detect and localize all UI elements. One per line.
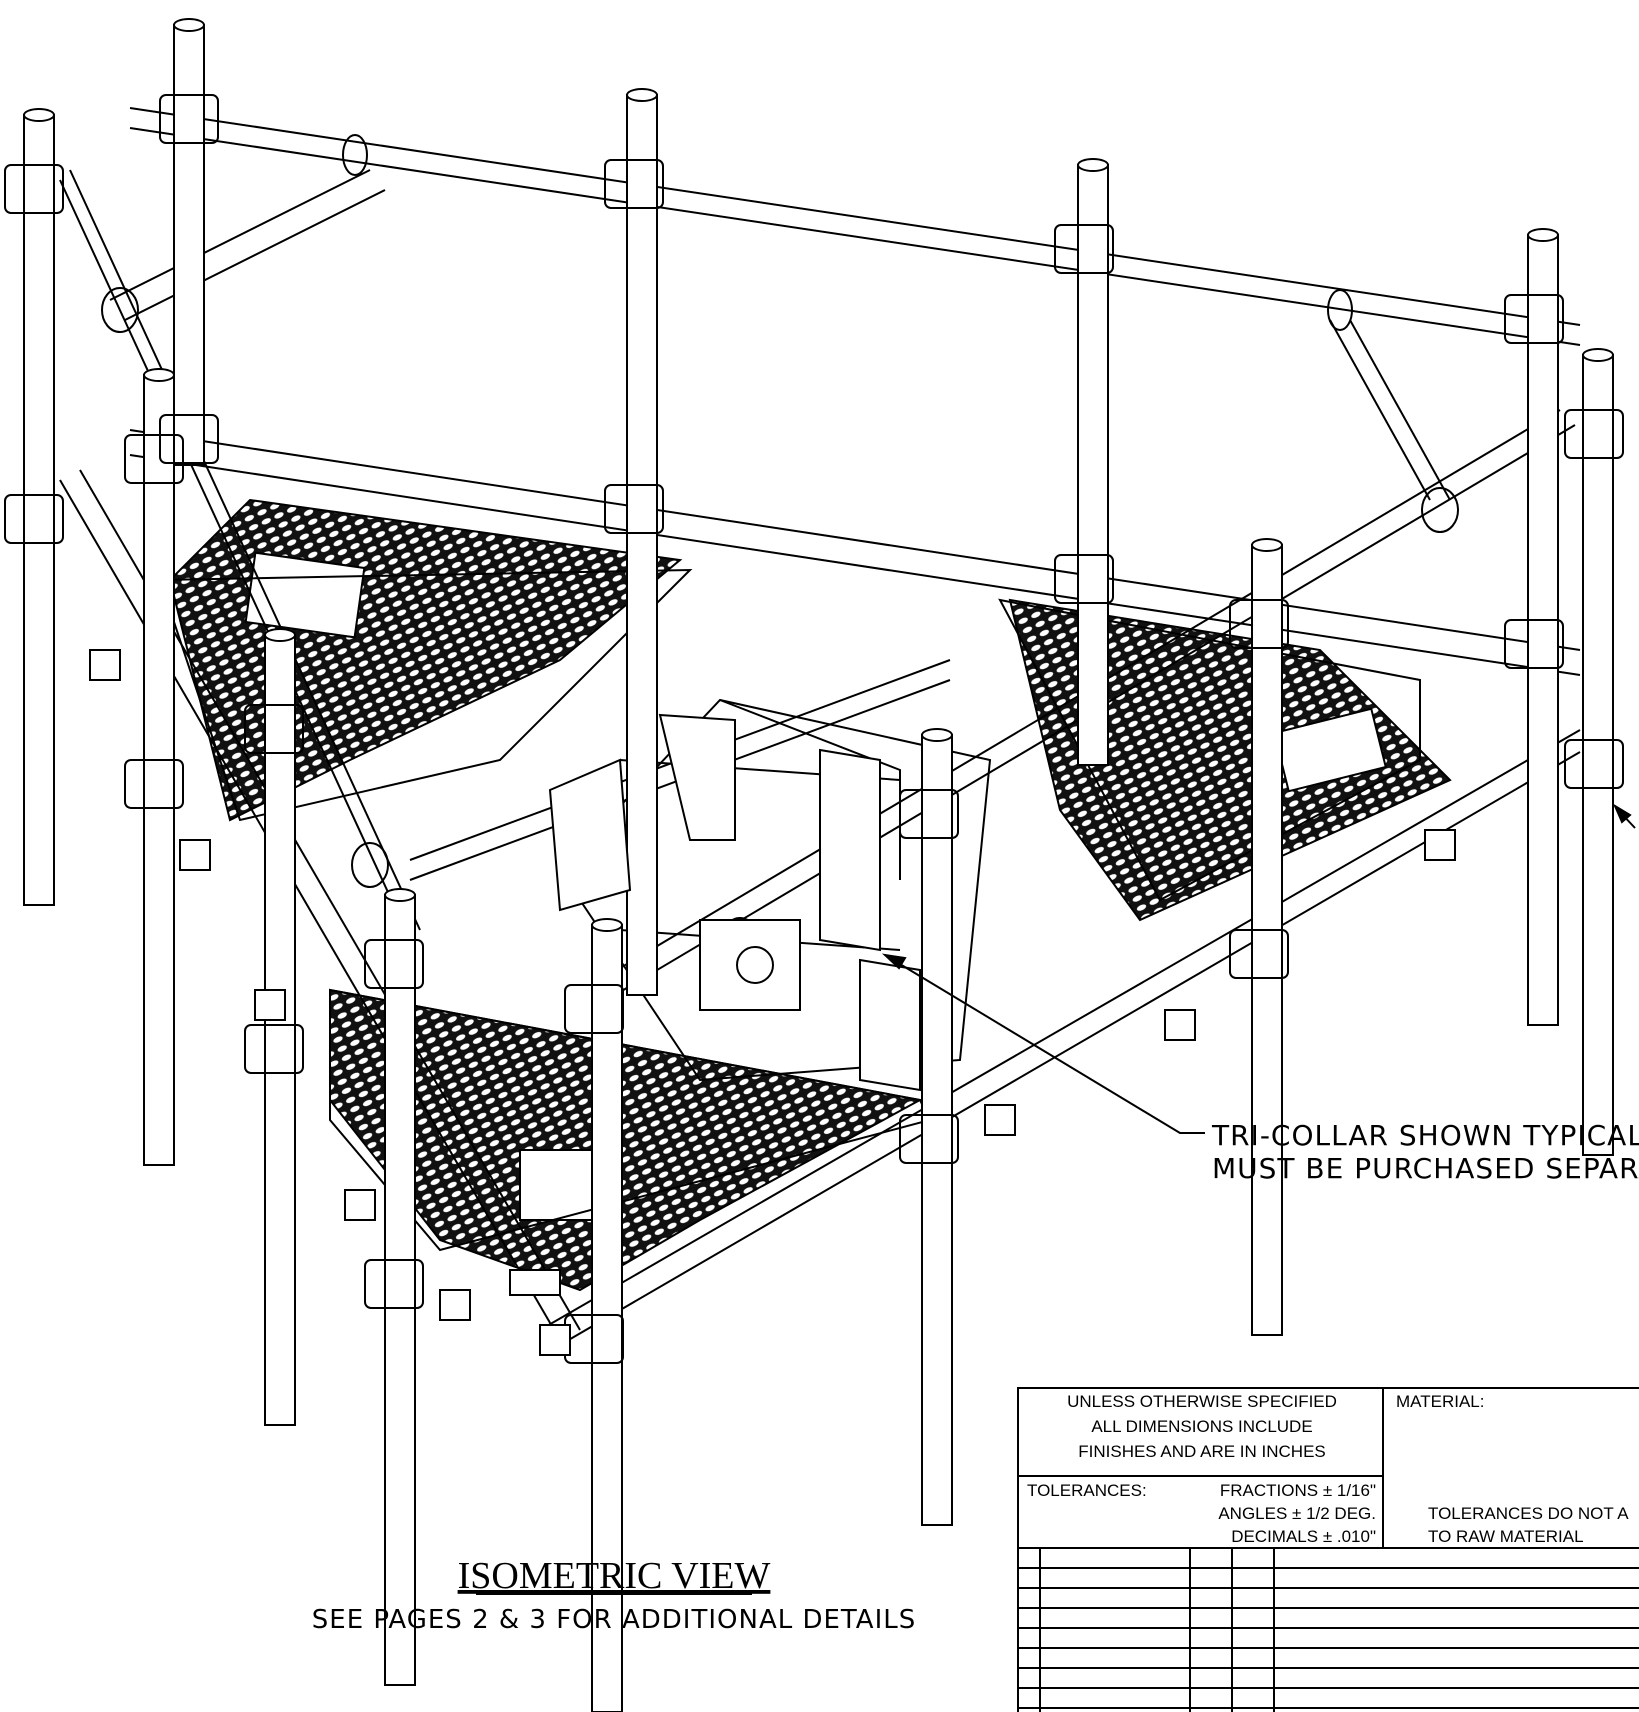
raw-material-note-line-2: TO RAW MATERIAL: [1428, 1527, 1584, 1546]
tolerances-label: TOLERANCES:: [1027, 1481, 1147, 1500]
callout-line-1: TRI-COLLAR SHOWN TYPICAL: [1211, 1119, 1639, 1152]
middle-rail: [129, 429, 1581, 651]
pipe-1: [173, 18, 205, 466]
right-brace: [1329, 319, 1431, 501]
general-note-line-3: FINISHES AND ARE IN INCHES: [1078, 1442, 1326, 1461]
top-rail: [129, 107, 1581, 326]
title-block: [1017, 1387, 1639, 1712]
front-rail: [539, 729, 1581, 1331]
material-label: MATERIAL:: [1396, 1392, 1484, 1411]
pipe-12: [591, 918, 623, 1712]
view-subtitle: SEE PAGES 2 & 3 FOR ADDITIONAL DETAILS: [312, 1605, 916, 1635]
pipe-2: [23, 108, 55, 906]
tolerance-decimals: DECIMALS ± .010": [1231, 1527, 1376, 1546]
center-bracket-assembly: [548, 713, 921, 1092]
pipe-8: [1251, 538, 1283, 1336]
pipe-6: [1582, 348, 1614, 1156]
raw-material-note-line-1: TOLERANCES DO NOT A: [1428, 1504, 1629, 1523]
left-brace: [59, 179, 411, 941]
pipe-7: [143, 368, 175, 1166]
square-tube-stubs: [89, 649, 1456, 1356]
tolerance-angles: ANGLES ± 1/2 DEG.: [1218, 1504, 1376, 1523]
general-note-line-1: UNLESS OTHERWISE SPECIFIED: [1067, 1392, 1337, 1411]
pipe-5: [1527, 228, 1559, 1026]
grating-panels: [168, 498, 1452, 1292]
pipe-collars: [4, 94, 1624, 1364]
callout-leader: [881, 803, 1636, 1134]
tolerance-fractions: FRACTIONS ± 1/16": [1220, 1481, 1376, 1500]
pipe-9: [264, 628, 296, 1426]
pipe-11: [384, 888, 416, 1686]
frame-rails: [59, 107, 1581, 1346]
view-title: ISOMETRIC VIEW: [458, 1555, 771, 1597]
pipe-10: [921, 728, 953, 1526]
general-note-line-2: ALL DIMENSIONS INCLUDE: [1091, 1417, 1312, 1436]
mounting-plate-left: [244, 551, 366, 639]
vertical-pipes: [23, 18, 1614, 1712]
pipe-4: [1077, 158, 1109, 766]
pipe-3: [626, 88, 658, 996]
callout-line-2: MUST BE PURCHASED SEPARATELY: [1212, 1152, 1639, 1185]
grating-panel-front: [329, 988, 923, 1292]
